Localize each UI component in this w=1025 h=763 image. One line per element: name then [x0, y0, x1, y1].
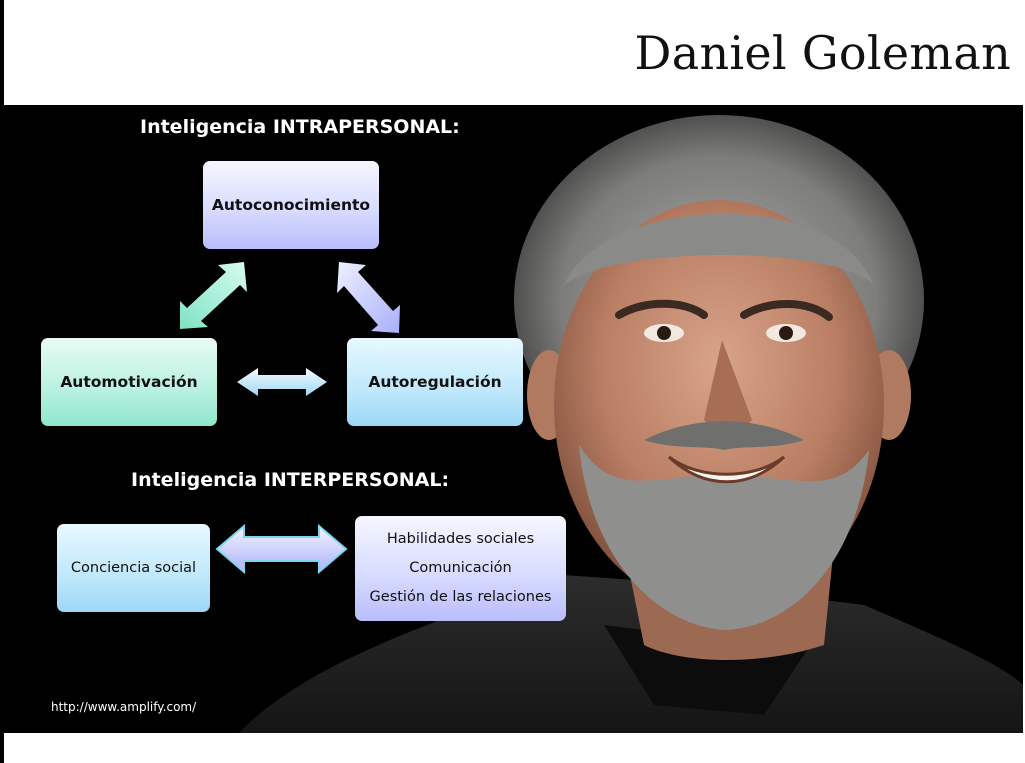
habilidades-line-1: Habilidades sociales	[386, 531, 535, 547]
double-arrow-horizontal	[237, 368, 327, 396]
source-url-text: http://www.amplify.com/	[51, 700, 197, 714]
habilidades-line-2: Comunicación	[409, 560, 512, 576]
automotivacion-box: Automotivación	[41, 338, 217, 426]
double-arrow-interpersonal	[215, 523, 348, 575]
interpersonal-heading: Inteligencia INTERPERSONAL:	[131, 469, 450, 491]
interpersonal-arrow-svg	[215, 523, 348, 575]
autoregulacion-box: Autoregulación	[347, 338, 523, 426]
double-arrow-right-diagonal	[337, 262, 400, 333]
right-eyebrow	[740, 300, 833, 321]
content-panel: Inteligencia INTRAPERSONAL: Autoconocimi…	[4, 105, 1023, 733]
beard	[579, 445, 869, 630]
automotivacion-label: Automotivación	[60, 373, 198, 391]
autoconocimiento-label: Autoconocimiento	[211, 196, 371, 214]
left-eyebrow	[615, 299, 708, 319]
habilidades-box: Habilidades sociales Comunicación Gestió…	[355, 516, 566, 621]
slide-title: Daniel Goleman	[634, 26, 1011, 80]
intrapersonal-arrows	[180, 262, 400, 396]
habilidades-line-3: Gestión de las relaciones	[369, 589, 552, 605]
portrait-photo	[239, 115, 1023, 733]
hairline	[564, 213, 874, 285]
double-arrow-left-diagonal	[180, 262, 247, 329]
smile-teeth	[667, 455, 786, 484]
autoregulacion-label: Autoregulación	[368, 373, 502, 391]
moustache	[644, 421, 804, 450]
intrapersonal-heading: Inteligencia INTRAPERSONAL:	[140, 116, 460, 138]
conciencia-social-label: Conciencia social	[70, 560, 197, 576]
nose	[704, 340, 752, 432]
autoconocimiento-box: Autoconocimiento	[203, 161, 379, 249]
left-border-line	[0, 0, 4, 763]
conciencia-social-box: Conciencia social	[57, 524, 210, 612]
